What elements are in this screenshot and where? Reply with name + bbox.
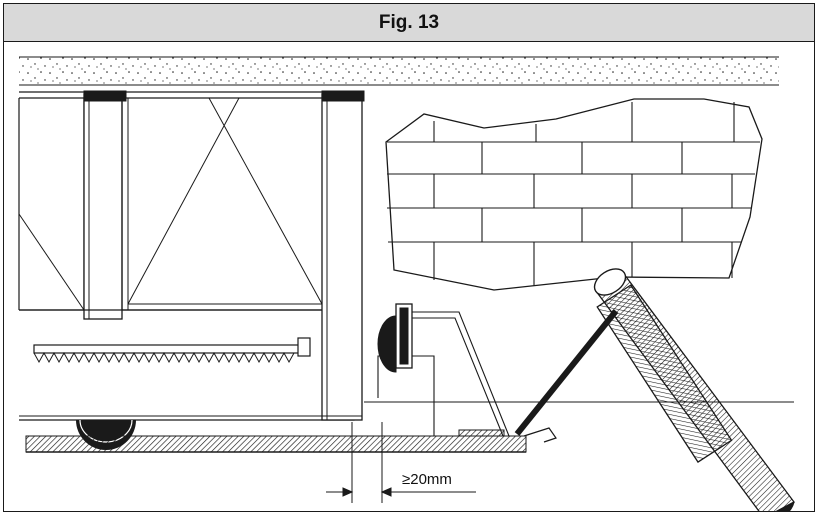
photocell-safety-edge <box>377 303 557 443</box>
installation-diagram: ≥20mm <box>18 56 795 511</box>
clearance-dimension-label: ≥20mm <box>402 471 452 488</box>
brick-wall <box>385 98 763 291</box>
sliding-gate <box>18 90 365 421</box>
clearance-dimension <box>326 422 476 503</box>
figure-title: Fig. 13 <box>378 11 440 33</box>
hand-pointer <box>514 268 795 511</box>
gear-rack <box>33 337 311 364</box>
ceiling-lintel <box>19 56 779 86</box>
title-bar: Fig. 13 <box>4 4 814 42</box>
ground-rail <box>25 435 527 453</box>
figure-frame: Fig. 13 <box>3 3 815 512</box>
